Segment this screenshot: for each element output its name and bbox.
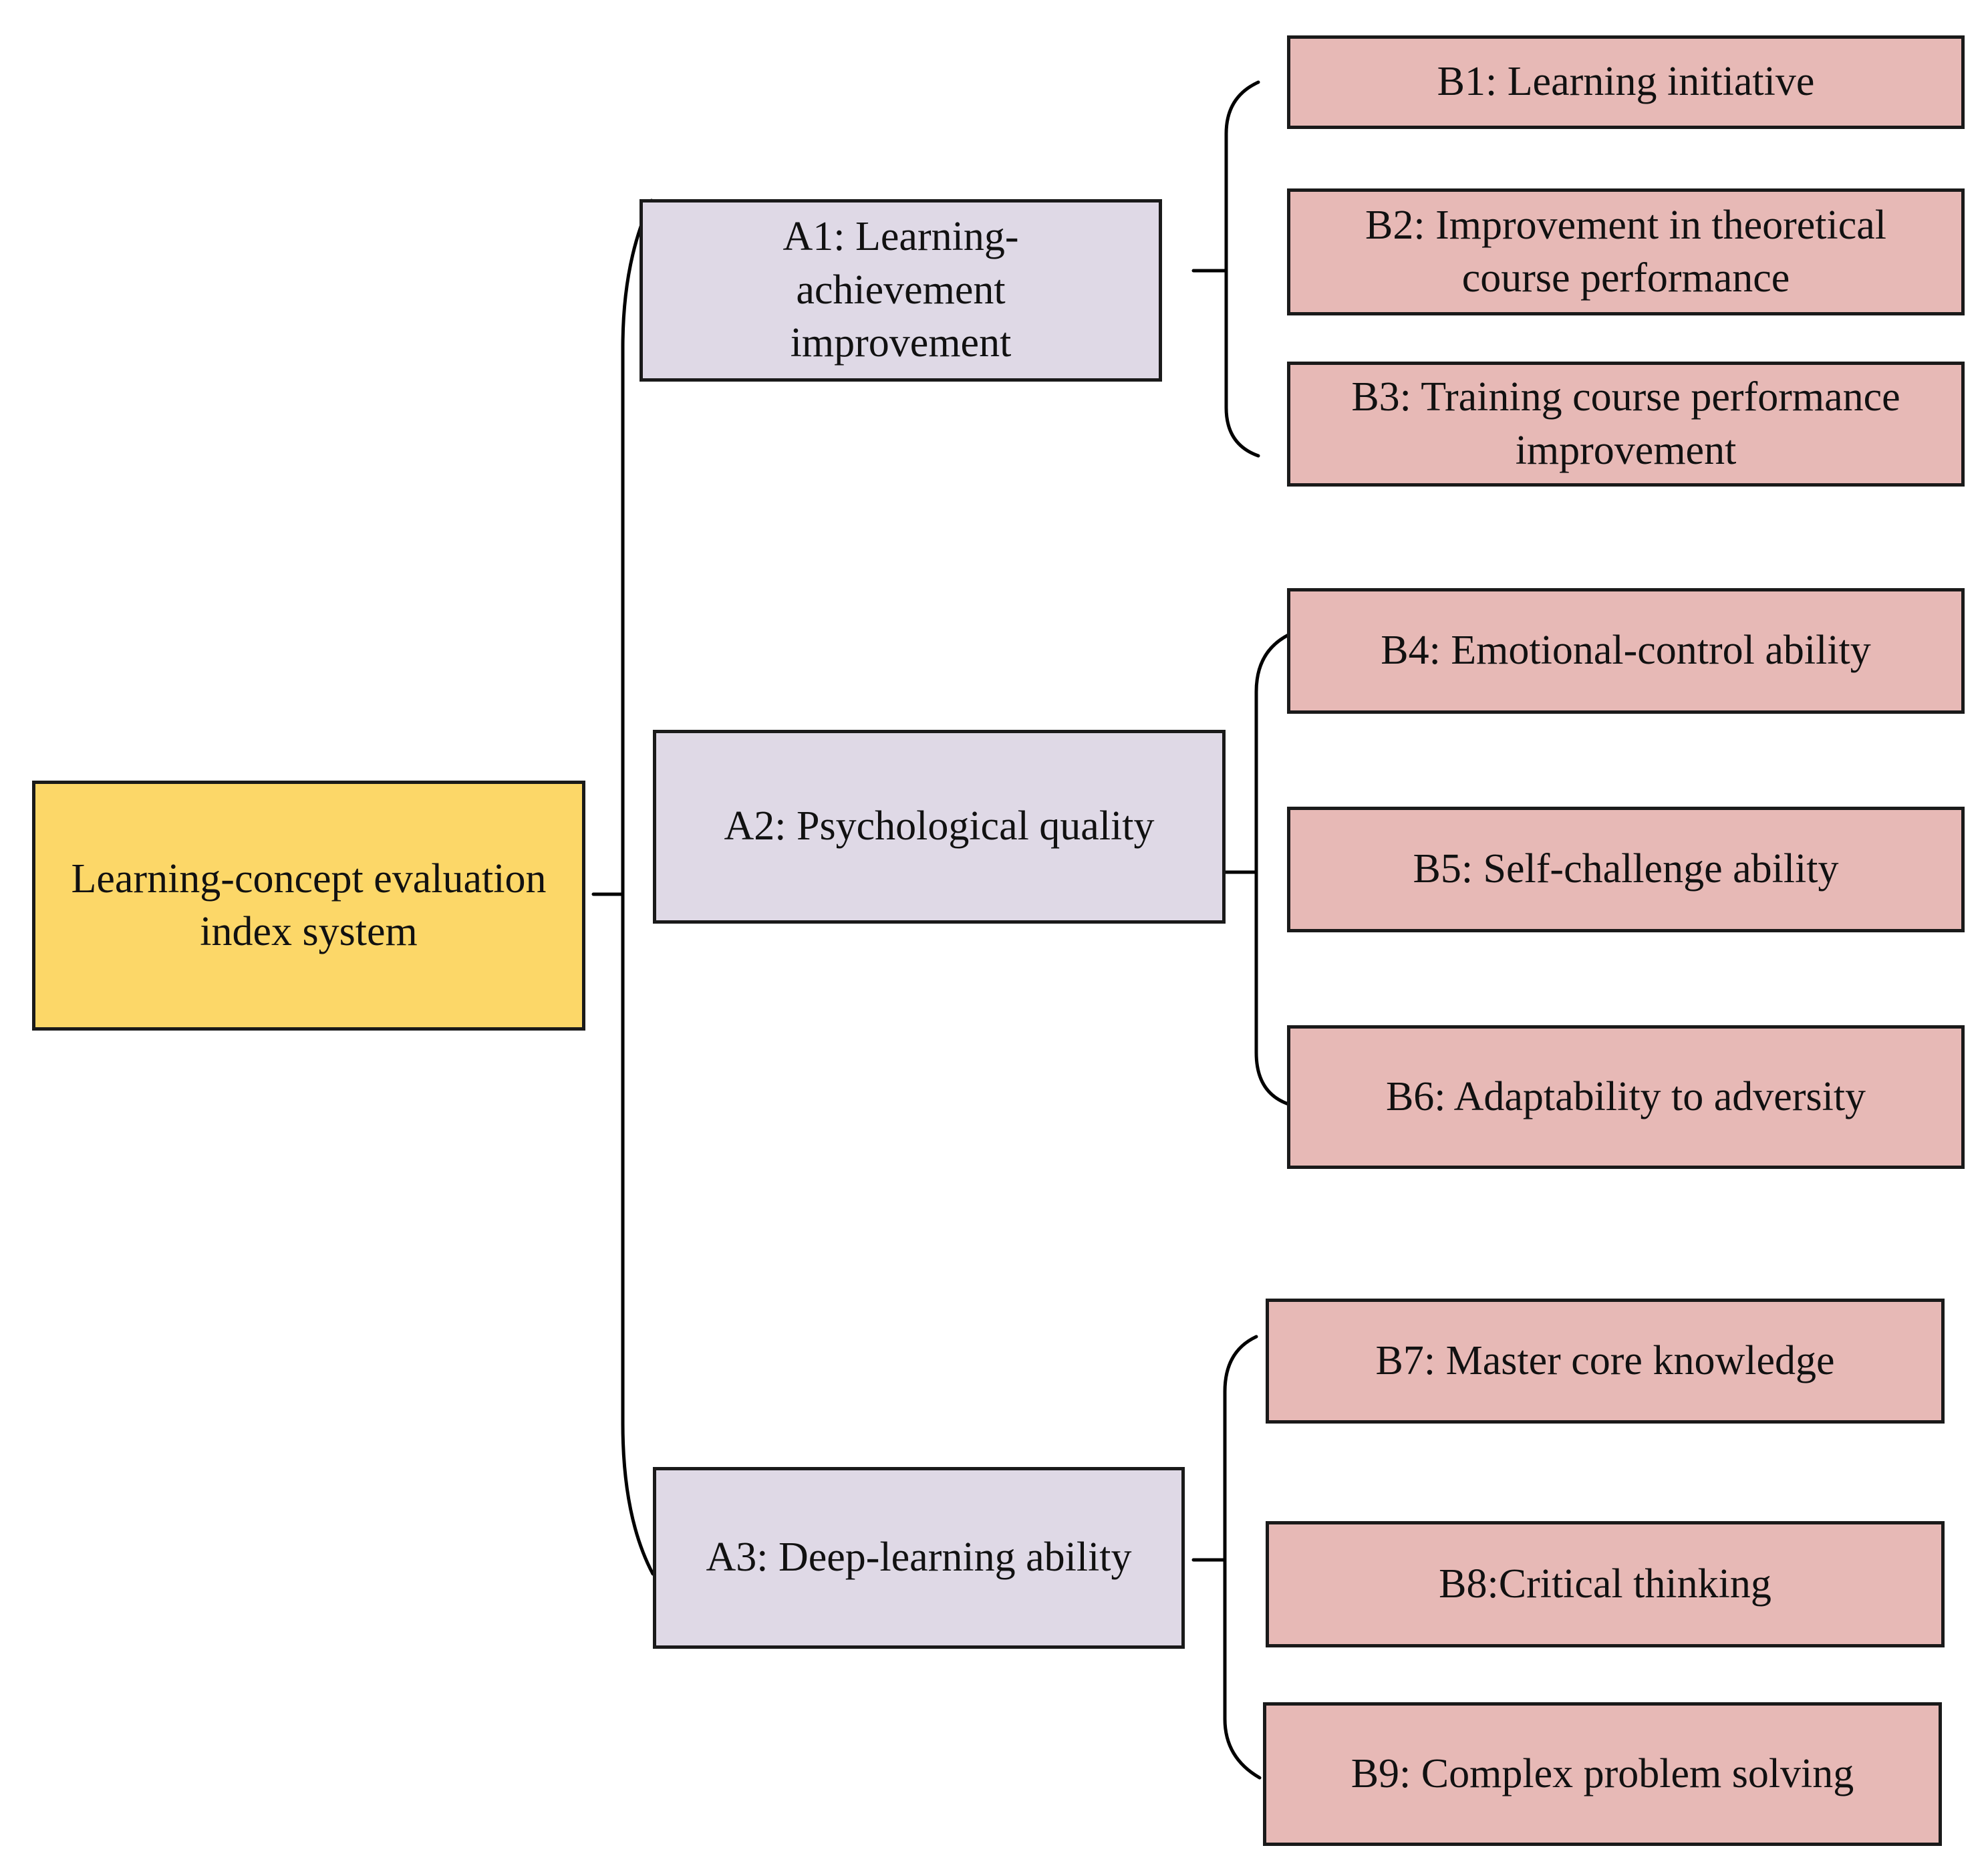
node-b2: B2: Improvement in theoretical course pe… [1287,188,1965,315]
connector-bracket-a2 [1254,633,1290,1106]
connector-bracket-a-level [621,198,655,1576]
node-a2-label: A2: Psychological quality [724,803,1155,849]
node-b1: B1: Learning initiative [1287,35,1965,129]
node-a3-label: A3: Deep-learning ability [706,1534,1132,1581]
node-b9-label: B9: Complex problem solving [1351,1750,1854,1796]
node-b8: B8:Critical thinking [1266,1521,1945,1647]
root-node: Learning-concept evaluation index system [32,781,585,1031]
node-b2-label: B2: Improvement in theoretical course pe… [1365,202,1886,301]
node-b6-label: B6: Adaptability to adversity [1385,1073,1866,1119]
node-a3: A3: Deep-learning ability [653,1467,1185,1649]
node-b3: B3: Training course performance improvem… [1287,362,1965,487]
node-a2: A2: Psychological quality [653,730,1226,924]
node-b4: B4: Emotional-control ability [1287,588,1965,714]
node-b1-label: B1: Learning initiative [1437,59,1815,105]
connector-bracket-a3 [1223,1335,1262,1780]
node-b4-label: B4: Emotional-control ability [1381,628,1871,674]
node-b9: B9: Complex problem solving [1263,1702,1942,1846]
node-b5-label: B5: Self-challenge ability [1413,846,1839,892]
node-a1: A1: Learning-achievement improvement [640,199,1162,382]
node-b8-label: B8:Critical thinking [1439,1561,1771,1607]
node-a1-label: A1: Learning-achievement improvement [783,214,1019,366]
root-label: Learning-concept evaluation index system [71,855,547,954]
node-b7-label: B7: Master core knowledge [1375,1337,1835,1383]
node-b5: B5: Self-challenge ability [1287,807,1965,932]
connector-bracket-a1 [1224,80,1260,458]
node-b3-label: B3: Training course performance improvem… [1351,374,1900,473]
node-b6: B6: Adaptability to adversity [1287,1025,1965,1169]
node-b7: B7: Master core knowledge [1266,1299,1945,1424]
